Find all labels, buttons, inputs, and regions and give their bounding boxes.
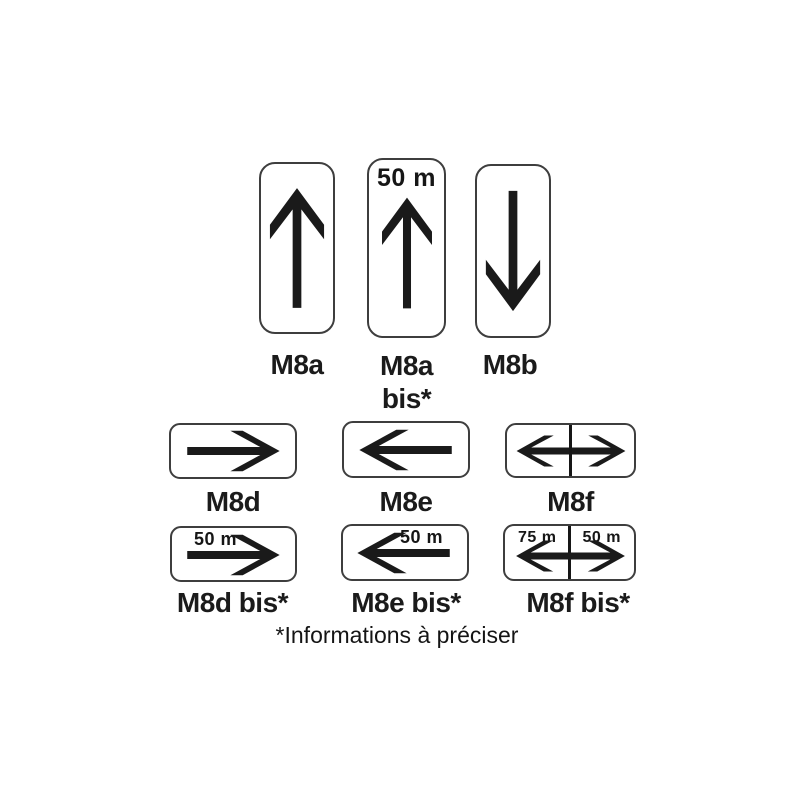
sign-label-m8d-bis: M8d bis* <box>176 587 289 618</box>
up-arrow-icon <box>269 188 325 308</box>
panel-divider-line <box>569 425 572 476</box>
sign-label-m8a-bis: M8a bis* <box>363 349 450 415</box>
sign-panel-m8f <box>505 423 636 478</box>
sign-label-m8b: M8b <box>482 349 538 380</box>
up-arrow-icon <box>381 197 432 309</box>
sign-label-m8a: M8a <box>270 349 324 380</box>
distance-text: 50 m <box>377 164 436 192</box>
sign-panel-m8d-bis: 50 m <box>170 526 297 582</box>
sign-panel-m8b <box>475 164 551 338</box>
footnote-text: *Informations à préciser <box>275 622 519 648</box>
sign-panel-m8e-bis: 50 m <box>341 524 469 581</box>
panel-divider-line <box>568 526 571 579</box>
sign-label-m8e-bis: M8e bis* <box>351 587 461 618</box>
right-arrow-icon <box>187 430 280 472</box>
sign-label-m8f: M8f <box>547 486 594 517</box>
sign-panel-m8e <box>342 421 470 478</box>
down-arrow-icon <box>485 190 541 312</box>
sign-panel-m8f-bis: 75 m 50 m <box>503 524 636 581</box>
distance-text: 50 m <box>194 529 238 549</box>
sign-label-m8a-bis-line2: bis* <box>381 383 432 414</box>
sign-label-m8e: M8e <box>379 486 433 517</box>
sign-panel-m8a <box>259 162 335 334</box>
sign-label-m8a-bis-line1: M8a <box>380 350 433 381</box>
sign-panel-m8d <box>169 423 297 479</box>
sign-label-m8d: M8d <box>205 486 261 517</box>
left-arrow-icon <box>357 532 450 574</box>
distance-text: 50 m <box>399 527 443 547</box>
left-arrow-icon <box>359 429 452 470</box>
double-arrow-icon <box>516 540 625 572</box>
right-arrow-icon <box>187 534 280 576</box>
sign-panel-m8a-bis: 50 m <box>367 158 446 338</box>
sign-label-m8f-bis: M8f bis* <box>526 587 630 618</box>
